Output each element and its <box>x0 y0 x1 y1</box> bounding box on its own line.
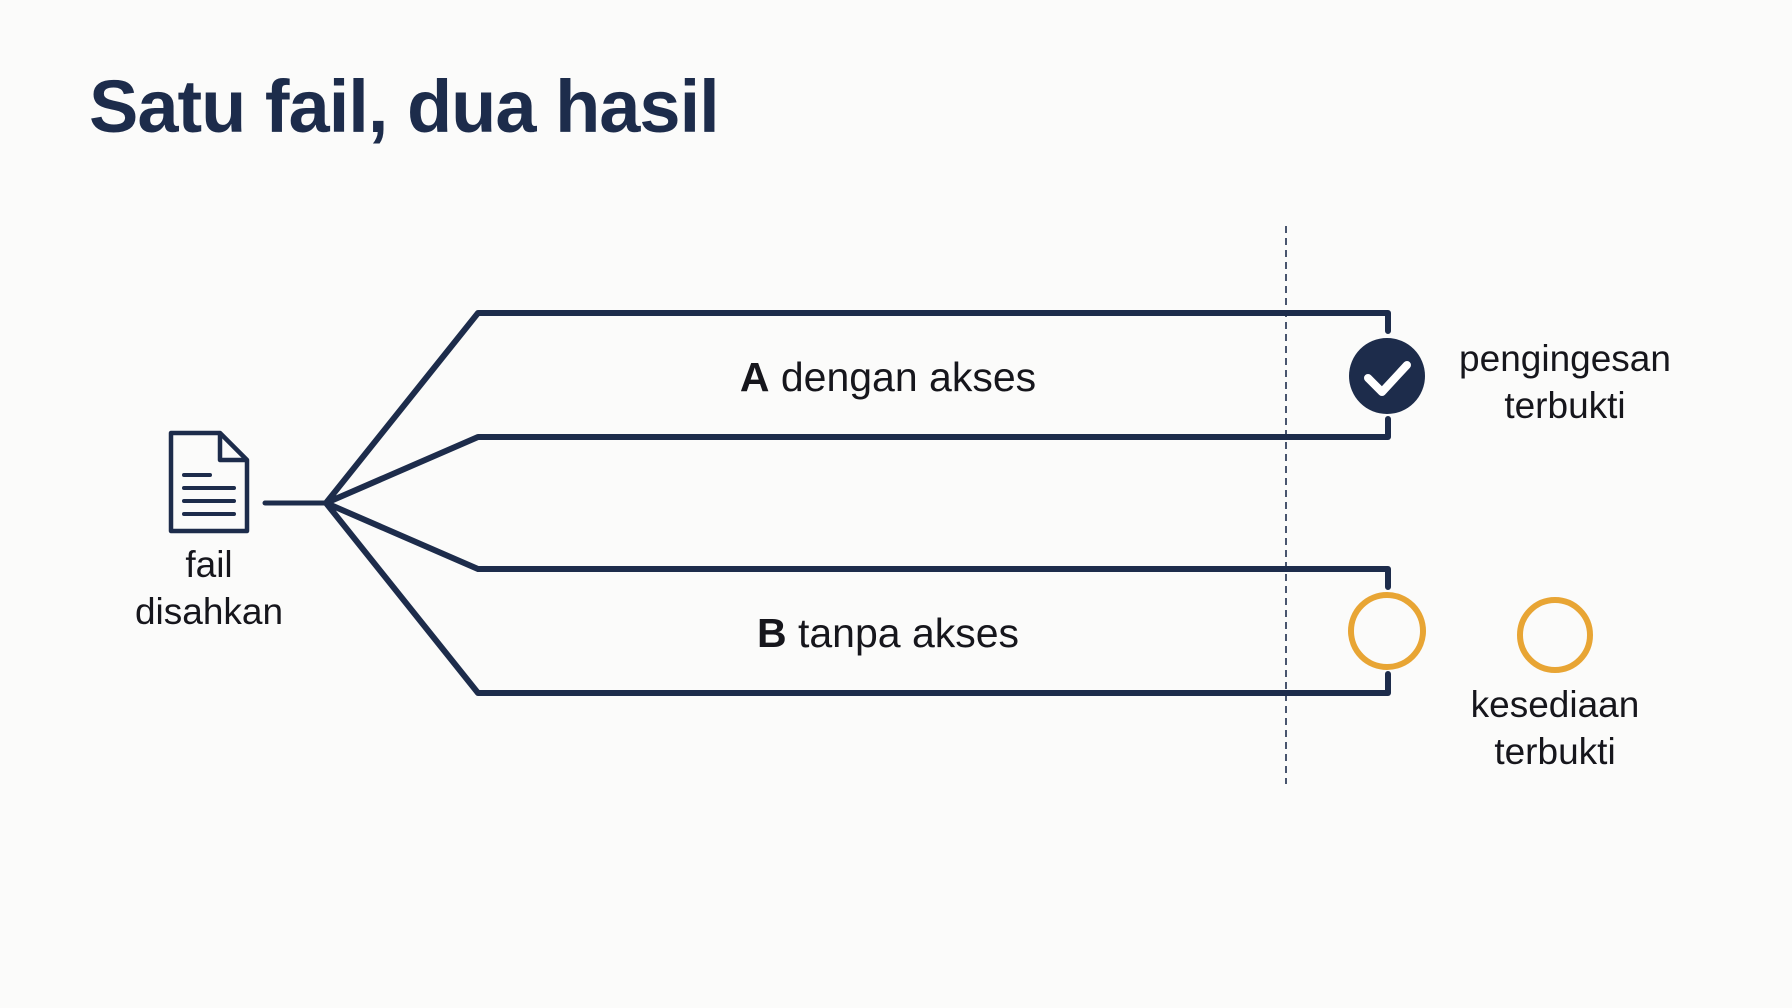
check-circle-icon <box>1349 338 1425 414</box>
result-b-label-line2: terbukti <box>1494 731 1616 772</box>
result-b-label-line1: kesediaan <box>1470 684 1640 725</box>
availability-circle-icon <box>1517 597 1593 673</box>
branch-a-text: dengan akses <box>780 354 1037 400</box>
branch-b-band <box>323 500 1391 696</box>
branch-b-key: B <box>756 610 787 656</box>
branch-b-text: tanpa akses <box>797 610 1020 656</box>
result-a-label-line2: terbukti <box>1504 385 1626 426</box>
branch-b-label: B tanpa akses <box>757 610 1019 657</box>
document-icon <box>168 430 250 534</box>
source-label-line1: fail <box>185 544 233 585</box>
source-label: fail disahkan <box>135 541 283 635</box>
empty-circle-icon <box>1348 592 1426 670</box>
branch-a-label: A dengan akses <box>740 354 1036 401</box>
branch-a-key: A <box>739 354 770 400</box>
source-label-line2: disahkan <box>134 591 284 632</box>
result-a-label: pengingesan terbukti <box>1459 335 1671 429</box>
result-b-label: kesediaan terbukti <box>1471 681 1640 775</box>
diagram-title: Satu fail, dua hasil <box>89 65 720 148</box>
result-a-label-line1: pengingesan <box>1459 338 1671 379</box>
branch-a-band <box>323 310 1391 506</box>
